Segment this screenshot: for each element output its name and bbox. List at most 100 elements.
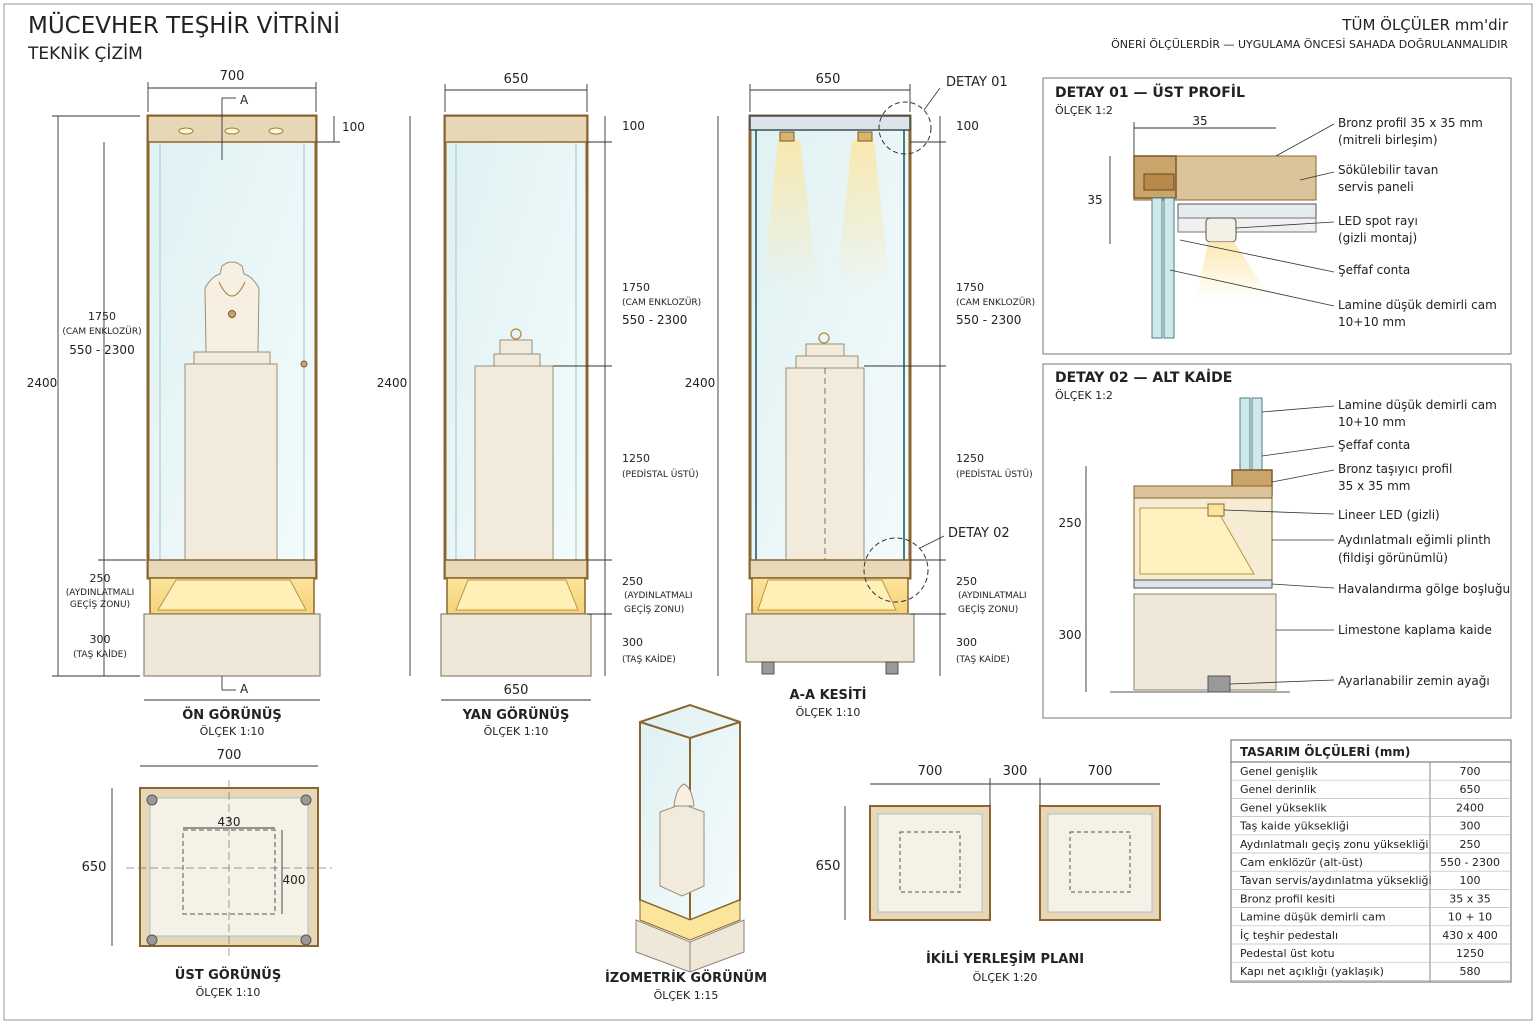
detail-02-label-5: 35 x 35 mm (1338, 479, 1410, 493)
top-view-scale: ÖLÇEK 1:10 (196, 986, 261, 999)
front-top-zone: 100 (342, 120, 365, 134)
detail-01-panel: DETAY 01 — ÜST PROFİL ÖLÇEK 1:2 35 35 Br… (1042, 77, 1512, 355)
proposal-note: ÖNERİ ÖLÇÜLERDİR — UYGULAMA ÖNCESİ SAHAD… (1111, 38, 1508, 51)
plan-dim-gap: 300 (1003, 764, 1028, 779)
side-pedestal (474, 365, 554, 565)
sheet-border (3, 3, 1533, 1021)
section-width-dim: 650 (816, 72, 841, 87)
units-note: TÜM ÖLÇÜLER mm'dir (1341, 15, 1509, 34)
side-base-note: (TAŞ KAİDE) (622, 654, 676, 665)
section-pedestal (785, 367, 865, 567)
detail-01-label-4: servis paneli (1338, 180, 1414, 194)
front-width-dim: 700 (220, 69, 245, 84)
side-glass-note: (CAM ENKLOZÜR) (622, 297, 701, 308)
section-light-zone: 250 (956, 575, 977, 588)
section-glass-note: (CAM ENKLOZÜR) (956, 297, 1035, 308)
top-view-inner-width: 430 (218, 815, 241, 829)
side-pedestal-note: (PEDİSTAL ÜSTÜ) (622, 469, 699, 480)
detail-01-title: DETAY 01 — ÜST PROFİL (1055, 83, 1245, 101)
table-row-label: Genel genişlik (1240, 765, 1318, 778)
detail-01-label-8: Lamine düşük demirli cam (1338, 298, 1497, 312)
table-row-label: Tavan servis/aydınlatma yüksekliği (1239, 874, 1432, 887)
dual-layout-plan: 700 300 700 650 İKİLİ YERLEŞİM PLANI ÖLÇ… (816, 764, 1161, 984)
front-view-scale: ÖLÇEK 1:10 (200, 725, 265, 738)
isometric-view: İZOMETRİK GÖRÜNÜM ÖLÇEK 1:15 (605, 703, 767, 1002)
detail-02-dim-a: 250 (1059, 516, 1082, 530)
side-pedestal-top: 1250 (622, 452, 650, 465)
table-row-value: 700 (1460, 765, 1481, 778)
detail-01-callout[interactable] (878, 101, 932, 155)
top-view-inner-depth: 400 (283, 873, 306, 887)
table-row-value: 650 (1460, 783, 1481, 796)
plan-title: İKİLİ YERLEŞİM PLANI (926, 951, 1084, 967)
side-glass-range: 550 - 2300 (622, 313, 687, 327)
side-top-zone: 100 (622, 119, 645, 133)
table-row-value: 100 (1460, 874, 1481, 887)
table-row-value: 580 (1460, 965, 1481, 978)
top-view-depth-dim: 650 (82, 860, 107, 875)
section-view-scale: ÖLÇEK 1:10 (796, 706, 861, 719)
detail-02-label-3: Şeffaf conta (1338, 438, 1410, 452)
detail-02-panel: DETAY 02 — ALT KAİDE ÖLÇEK 1:2 250 300 L… (1042, 363, 1512, 719)
detail-01-scale: ÖLÇEK 1:2 (1055, 104, 1113, 117)
detail-01-label-9: 10+10 mm (1338, 315, 1406, 329)
detail-01-label-2: (mitreli birleşim) (1338, 133, 1438, 147)
detail-02-scale: ÖLÇEK 1:2 (1055, 389, 1113, 402)
detail-02-label-6: Lineer LED (gizli) (1338, 508, 1440, 522)
front-glass-note: (CAM ENKLOZÜR) (62, 326, 141, 337)
front-height-total: 2400 (27, 376, 58, 390)
detail-02-callout[interactable] (863, 537, 929, 603)
front-stone-base (143, 613, 321, 677)
drawing-title: MÜCEVHER TEŞHİR VİTRİNİ (28, 11, 340, 39)
front-section-mark-bottom: A (240, 682, 249, 696)
detail-02-limestone (1133, 593, 1277, 691)
table-row-label: Genel yükseklik (1240, 801, 1327, 814)
side-height-total: 2400 (377, 376, 408, 390)
section-view: DETAY 01 DETAY 02 650 2400 100 1750 (CAM… (685, 72, 1035, 719)
table-row-label: Bronz profil kesiti (1240, 892, 1335, 905)
side-view-scale: ÖLÇEK 1:10 (484, 725, 549, 738)
section-light-note-1: (AYDINLATMALI (958, 591, 1027, 601)
table-row-value: 2400 (1456, 801, 1484, 814)
ring-stand (499, 339, 533, 355)
side-bottom-dim: 650 (504, 683, 529, 698)
side-view-title: YAN GÖRÜNÜŞ (462, 707, 570, 723)
drawing-subtitle: TEKNİK ÇİZİM (27, 43, 143, 64)
detail-02-label-2: 10+10 mm (1338, 415, 1406, 429)
section-view-title: A-A KESİTİ (790, 687, 867, 703)
side-light-note-1: (AYDINLATMALI (624, 591, 693, 601)
table-row-value: 550 - 2300 (1440, 856, 1500, 869)
side-view: 650 2400 100 1750 (CAM ENKLOZÜR) 550 - 2… (377, 72, 701, 738)
plan-depth-dim: 650 (816, 859, 841, 874)
side-light-note-2: GEÇİŞ ZONU) (624, 604, 684, 615)
front-light-note-2: GEÇİŞ ZONU) (70, 599, 130, 610)
section-height-total: 2400 (685, 376, 716, 390)
section-glass-height: 1750 (956, 281, 984, 294)
side-stone-base (440, 613, 592, 677)
plan-dim-b: 700 (1088, 764, 1113, 779)
table-row-label: Taş kaide yüksekliği (1239, 820, 1349, 833)
top-view-width-dim: 700 (217, 748, 242, 763)
detail-02-label-11: Ayarlanabilir zemin ayağı (1338, 674, 1490, 688)
table-row-label: Cam enklözür (alt-üst) (1240, 856, 1363, 869)
table-row-label: Aydınlatmalı geçiş zonu yüksekliği (1240, 838, 1428, 851)
table-title: TASARIM ÖLÇÜLERİ (mm) (1240, 744, 1410, 759)
detail-02-label-10: Limestone kaplama kaide (1338, 623, 1492, 637)
side-light-zone: 250 (622, 575, 643, 588)
detail-01-dim-w: 35 (1192, 114, 1207, 128)
top-view: 700 650 430 400 ÜST GÖRÜNÜŞ ÖLÇEK 1:10 (82, 748, 332, 999)
front-section-mark-top: A (240, 93, 249, 107)
detail-02-label-4: Bronz taşıyıcı profil (1338, 462, 1452, 476)
detail-01-dim-h: 35 (1087, 193, 1102, 207)
table-row-label: Lamine düşük demirli cam (1240, 911, 1386, 924)
side-width-dim: 650 (504, 72, 529, 87)
table-row-label: Genel derinlik (1240, 783, 1317, 796)
section-glass-range: 550 - 2300 (956, 313, 1021, 327)
plan-scale: ÖLÇEK 1:20 (973, 971, 1038, 984)
design-dimensions-table: TASARIM ÖLÇÜLERİ (mm) Genel genişlik 700G… (1230, 739, 1512, 983)
front-light-zone-dim: 250 (90, 572, 111, 585)
detail-01-label-3: Sökülebilir tavan (1338, 163, 1438, 177)
detail-01-label-7: Şeffaf conta (1338, 263, 1410, 277)
